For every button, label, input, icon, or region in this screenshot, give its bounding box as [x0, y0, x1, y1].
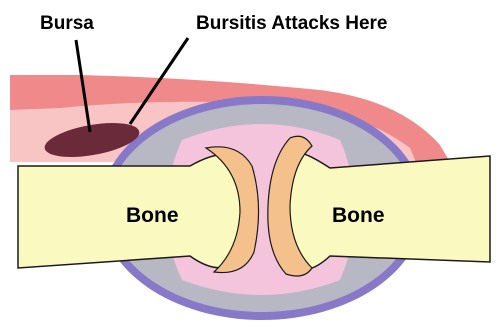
- bursa-label: Bursa: [40, 13, 94, 34]
- bone-left-label: Bone: [126, 204, 179, 227]
- bursitis-label: Bursitis Attacks Here: [196, 13, 387, 34]
- bone-right-label: Bone: [332, 204, 385, 227]
